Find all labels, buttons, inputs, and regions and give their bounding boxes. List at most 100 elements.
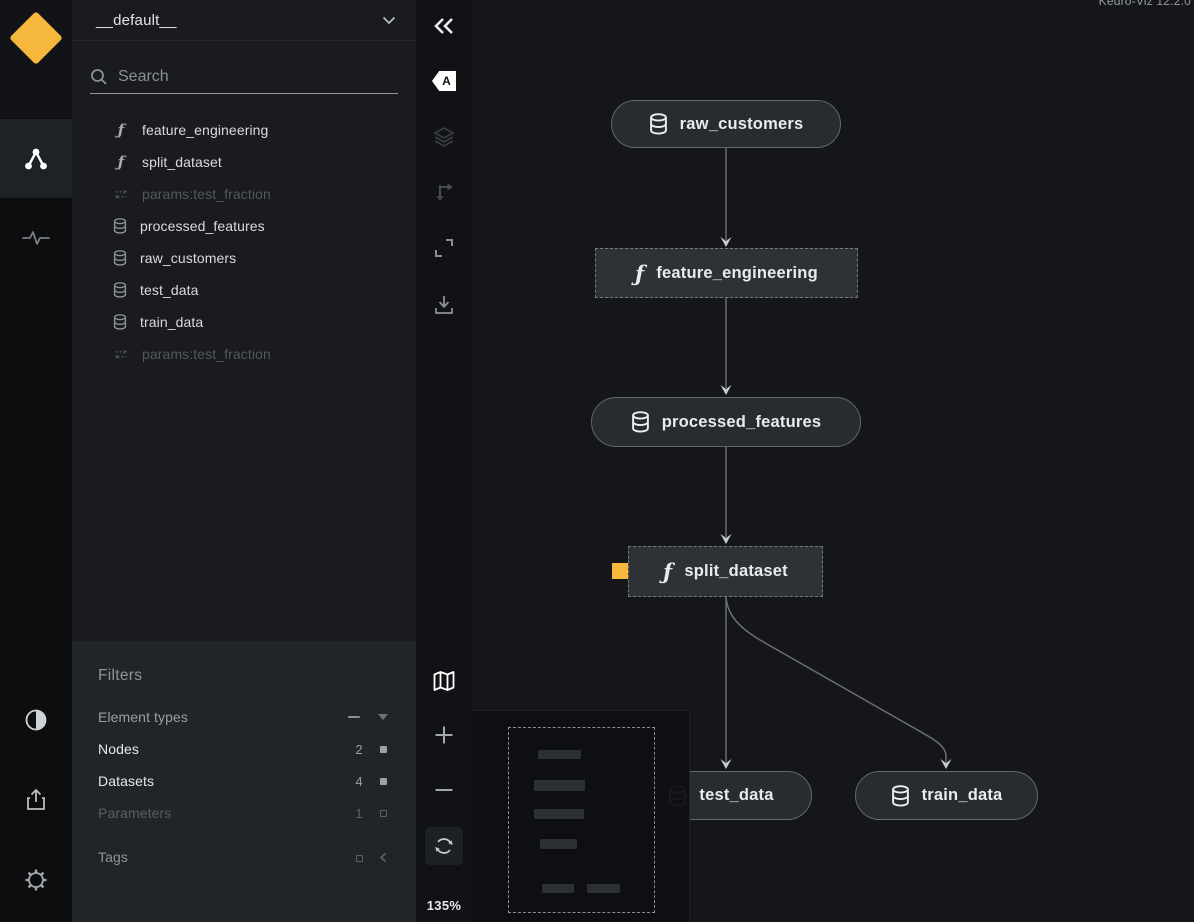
pipeline-selector[interactable]: __default__	[72, 0, 416, 41]
parameters-icon	[115, 349, 127, 360]
export-download-button[interactable]	[416, 283, 472, 327]
search-bar[interactable]	[90, 60, 398, 94]
toolbar: A	[416, 0, 472, 922]
parameter-indicator[interactable]	[612, 563, 628, 579]
list-item-dataset[interactable]: processed_features	[72, 210, 416, 242]
function-icon: ƒ	[117, 121, 125, 139]
toggle-labels-button[interactable]: A	[416, 59, 472, 103]
node-label: split_dataset	[142, 154, 222, 170]
active-nav-highlight	[0, 119, 72, 198]
graph-node-split-dataset[interactable]: ƒ split_dataset	[628, 546, 823, 597]
edge-arrowheads	[720, 237, 952, 769]
graph-node-processed-features[interactable]: processed_features	[591, 397, 861, 447]
zoom-in-button[interactable]	[416, 713, 472, 757]
minus-icon	[435, 789, 453, 791]
visibility-checkbox[interactable]	[348, 850, 370, 865]
filter-label: Nodes	[98, 741, 139, 757]
filter-row-datasets[interactable]: Datasets 4	[72, 765, 416, 797]
nav-experiments-button[interactable]	[0, 214, 72, 262]
node-label: feature_engineering	[656, 263, 818, 282]
deselect-all-icon[interactable]	[348, 716, 370, 718]
minimap-node	[534, 809, 584, 819]
node-label: params:test_fraction	[142, 186, 271, 202]
edges-layer	[720, 148, 952, 769]
list-item-dataset[interactable]: raw_customers	[72, 242, 416, 274]
visibility-checkbox[interactable]	[370, 745, 396, 753]
graph-node-feature-engineering[interactable]: ƒ feature_engineering	[595, 248, 858, 298]
app-version-label: Kedro-Viz 12.2.0	[1098, 0, 1191, 8]
settings-button[interactable]	[0, 856, 72, 904]
filter-count: 1	[355, 805, 363, 821]
flowchart-icon	[25, 148, 47, 170]
search-input[interactable]	[118, 67, 368, 86]
node-label: processed_features	[140, 218, 265, 234]
theme-toggle-button[interactable]	[0, 696, 72, 744]
filter-count: 4	[355, 773, 363, 789]
expand-corners-icon	[435, 239, 453, 257]
node-label: raw_customers	[140, 250, 237, 266]
map-icon	[433, 671, 455, 691]
filter-row-parameters[interactable]: Parameters 1	[72, 797, 416, 829]
search-icon	[91, 68, 107, 85]
list-item-task[interactable]: ƒ split_dataset	[72, 146, 416, 178]
database-icon	[891, 784, 909, 807]
node-label: params:test_fraction	[142, 346, 271, 362]
reset-zoom-button[interactable]	[416, 824, 472, 868]
node-label: test_data	[140, 282, 199, 298]
list-item-dataset[interactable]: train_data	[72, 306, 416, 338]
database-icon	[631, 411, 649, 433]
left-nav-bar	[0, 0, 72, 922]
list-item-parameters[interactable]: params:test_fraction	[72, 178, 416, 210]
graph-node-raw-customers[interactable]: raw_customers	[611, 100, 841, 148]
filter-group-element-types[interactable]: Element types	[72, 701, 416, 733]
minimap-node	[542, 884, 574, 893]
minimap[interactable]	[472, 710, 690, 922]
expand-pipeline-button[interactable]	[416, 226, 472, 270]
database-icon	[113, 250, 127, 266]
visibility-checkbox[interactable]	[370, 809, 396, 817]
database-icon	[113, 282, 127, 298]
nav-flowchart-button[interactable]	[0, 135, 72, 183]
list-item-dataset[interactable]: test_data	[72, 274, 416, 306]
function-icon: ƒ	[117, 153, 125, 171]
list-item-task[interactable]: ƒ feature_engineering	[72, 114, 416, 146]
filter-row-nodes[interactable]: Nodes 2	[72, 733, 416, 765]
reset-zoom-bg	[425, 827, 463, 865]
node-label: raw_customers	[679, 114, 804, 133]
node-label: feature_engineering	[142, 122, 269, 138]
orientation-arrows-icon	[436, 183, 453, 201]
node-list: ƒ feature_engineering ƒ split_dataset pa…	[72, 114, 416, 370]
collapse-sidebar-button[interactable]	[416, 4, 472, 48]
database-icon	[113, 218, 127, 234]
change-orientation-button[interactable]	[416, 170, 472, 214]
sidebar: __default__ ƒ feature_engineering ƒ spli…	[72, 0, 416, 922]
download-icon	[435, 296, 453, 314]
chevron-collapsed-icon[interactable]	[370, 852, 396, 863]
minimap-node	[587, 884, 620, 893]
minimap-viewport[interactable]	[508, 727, 655, 913]
node-label: test_data	[699, 786, 774, 804]
filter-group-label: Tags	[98, 849, 128, 865]
refresh-icon	[435, 838, 453, 854]
filters-panel: Filters Element types Nodes 2 Datasets 4	[72, 641, 416, 922]
flowchart-canvas[interactable]: Kedro-Viz 12.2.0	[472, 0, 1194, 922]
toggle-layers-button[interactable]	[416, 115, 472, 159]
list-item-parameters[interactable]: params:test_fraction	[72, 338, 416, 370]
filter-group-tags[interactable]: Tags	[72, 841, 416, 873]
function-icon: ƒ	[635, 260, 645, 286]
export-share-button[interactable]	[0, 776, 72, 824]
settings-gear-icon	[25, 869, 47, 891]
minimap-node	[540, 839, 577, 849]
zoom-out-button[interactable]	[416, 768, 472, 812]
node-label: train_data	[140, 314, 204, 330]
database-icon	[649, 113, 667, 135]
graph-node-train-data[interactable]: train_data	[855, 771, 1038, 820]
edge-lines	[725, 148, 947, 762]
minimap-toggle-button[interactable]	[416, 659, 472, 703]
node-label: split_dataset	[684, 562, 788, 580]
filter-count: 2	[355, 741, 363, 757]
theme-toggle-icon	[25, 709, 47, 731]
visibility-checkbox[interactable]	[370, 777, 396, 785]
chevron-expanded-icon[interactable]	[370, 714, 396, 720]
